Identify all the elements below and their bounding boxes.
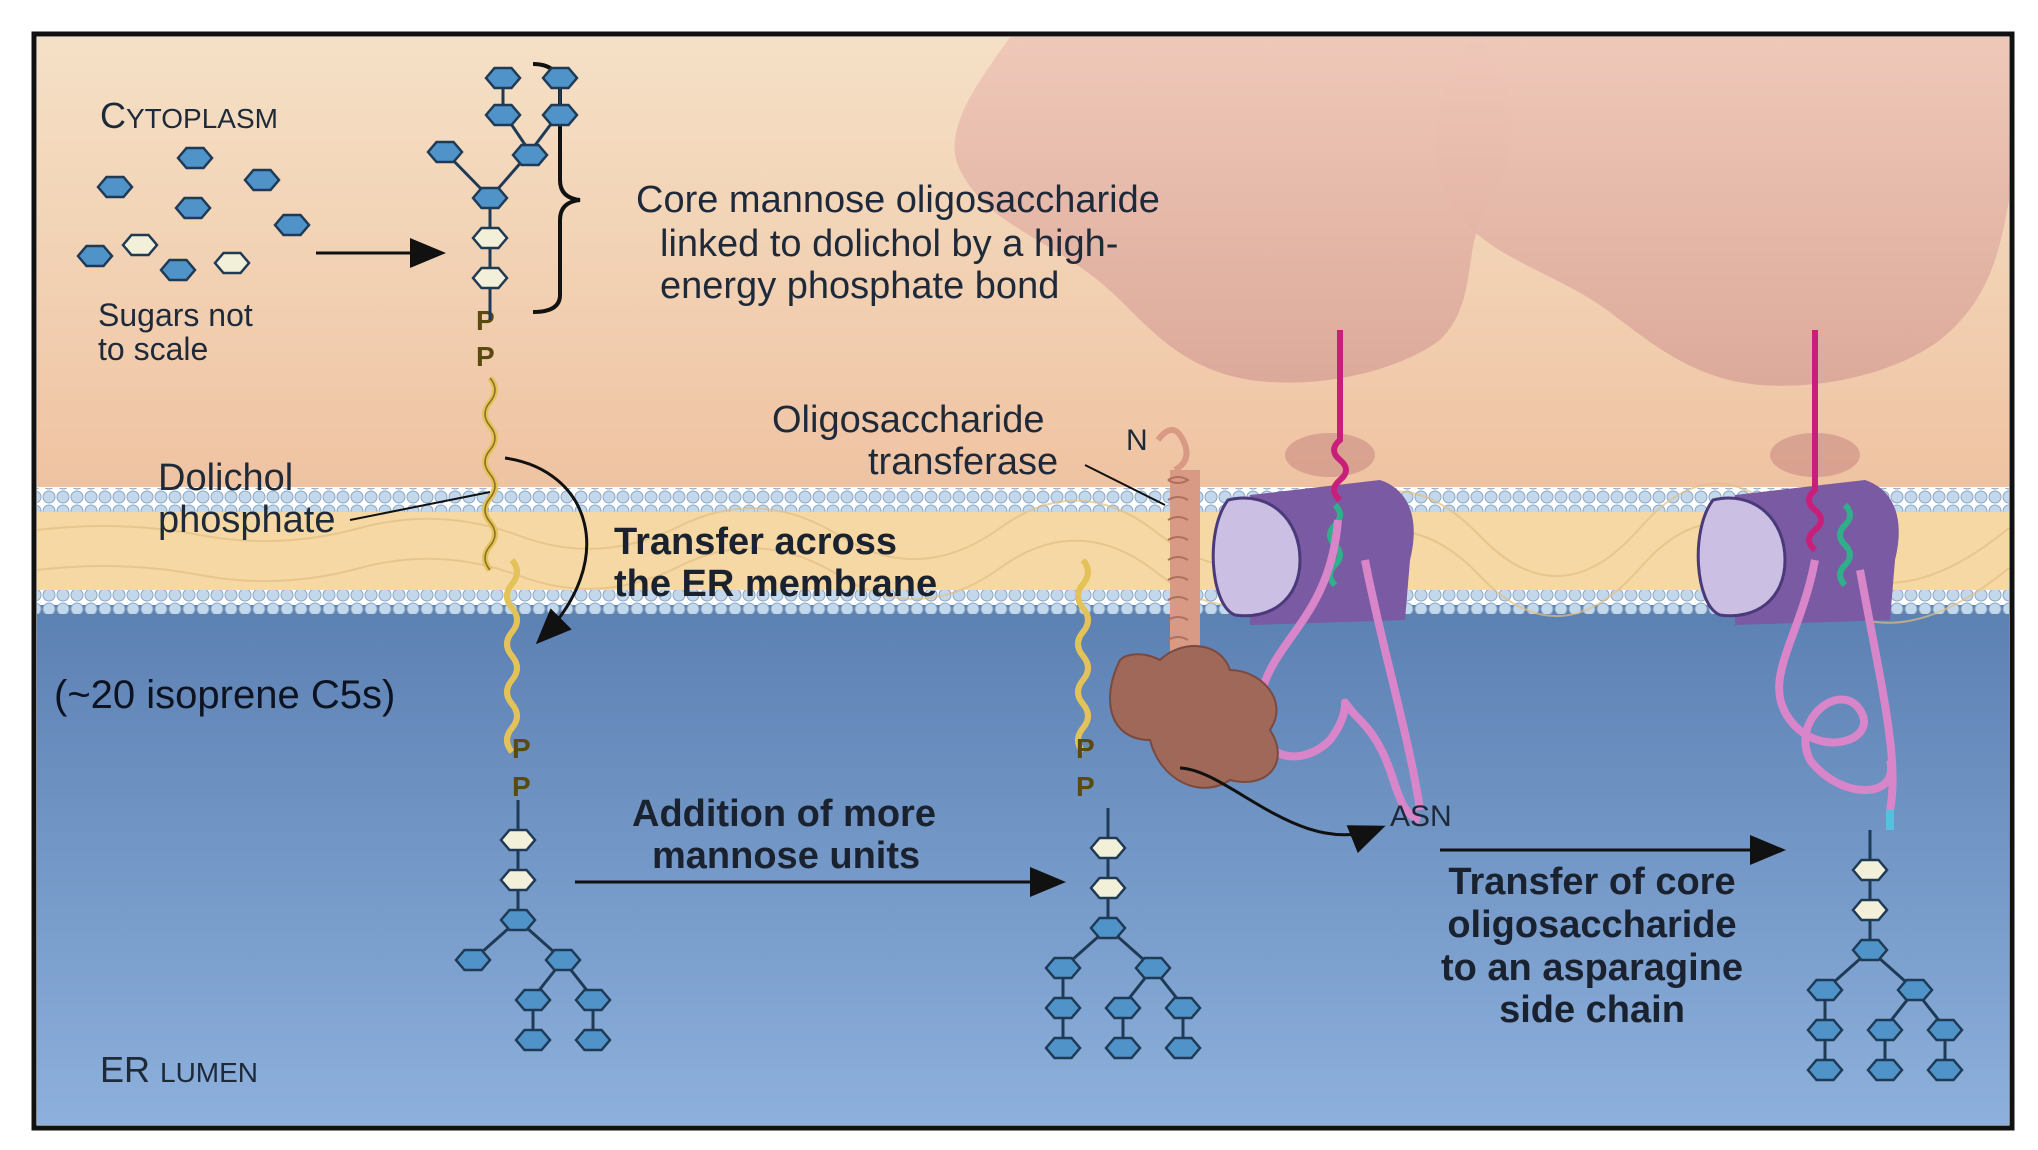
- mannose-sugar: [484, 66, 522, 90]
- core-oligosaccharide-cytoplasmic: [426, 66, 579, 320]
- er-lumen-label: ER LUMEN: [100, 1049, 258, 1090]
- mannose-sugar: [76, 244, 114, 268]
- mannose-sugar: [1896, 978, 1934, 1002]
- free-sugars: [76, 146, 311, 282]
- mannose-sugar: [426, 140, 464, 164]
- core-oligosaccharide-label-line1: Core mannose oligosaccharide: [636, 179, 1160, 221]
- mannose-sugar: [243, 168, 281, 192]
- svg-text:P: P: [512, 733, 531, 764]
- mannose-sugar: [541, 66, 579, 90]
- glcnac-sugar: [121, 233, 159, 257]
- transfer-membrane-label-line1: Transfer across: [614, 521, 897, 563]
- mannose-sugar: [1851, 938, 1889, 962]
- mannose-sugar: [96, 175, 134, 199]
- mannose-sugar: [499, 908, 537, 932]
- mannose-sugar: [1044, 996, 1082, 1020]
- mannose-sugar: [1164, 1036, 1202, 1060]
- addition-label-line1: Addition of more: [632, 793, 936, 835]
- mannose-sugar: [544, 948, 582, 972]
- addition-label-line2: mannose units: [652, 835, 920, 877]
- dolichol-label-line2: phosphate: [158, 499, 336, 541]
- core-oligosaccharide-label-line3: energy phosphate bond: [660, 265, 1059, 307]
- sugars-not-to-scale-line1: Sugars not: [98, 297, 253, 333]
- glcnac-sugar: [213, 251, 251, 275]
- mannose-sugar: [514, 1028, 552, 1052]
- svg-text:P: P: [512, 771, 531, 802]
- oligosaccharide-lumenal-1: [454, 800, 612, 1052]
- svg-text:P: P: [476, 341, 495, 372]
- er-membrane: [36, 482, 2010, 624]
- glcnac-sugar: [499, 868, 537, 892]
- ost-label-line2: transferase: [868, 441, 1058, 483]
- mannose-sugar: [159, 258, 197, 282]
- svg-text:P: P: [476, 305, 495, 336]
- glcnac-sugar: [1851, 898, 1889, 922]
- dolichol-chain-cytoplasmic: [482, 376, 498, 572]
- svg-text:P: P: [1076, 771, 1095, 802]
- mannose-sugar: [574, 1028, 612, 1052]
- mannose-sugar: [541, 103, 579, 127]
- mannose-sugar: [511, 143, 549, 167]
- glcnac-sugar: [471, 266, 509, 290]
- core-oligosaccharide-label-line2: linked to dolichol by a high-: [660, 223, 1118, 265]
- mannose-sugar: [1104, 996, 1142, 1020]
- mannose-sugar: [1806, 1018, 1844, 1042]
- dolichol-chain-lumenal-1: [504, 558, 520, 754]
- glcnac-sugar: [1089, 876, 1127, 900]
- glcnac-sugar: [499, 828, 537, 852]
- oligosaccharide-lumenal-2: [1044, 808, 1202, 1060]
- glcnac-sugar: [471, 226, 509, 250]
- mannose-sugar: [1866, 1018, 1904, 1042]
- svg-text:P: P: [1076, 733, 1095, 764]
- transfer-core-label-line2: oligosaccharide: [1447, 904, 1736, 946]
- glcnac-sugar: [1851, 858, 1889, 882]
- mannose-sugar: [1866, 1058, 1904, 1082]
- oligosaccharide-transferase: [1109, 427, 1279, 789]
- mannose-sugar: [1164, 996, 1202, 1020]
- isoprene-label: (~20 isoprene C5s): [54, 673, 395, 717]
- mannose-sugar: [273, 213, 311, 237]
- mannose-sugar: [1044, 956, 1082, 980]
- translocon-1: [1211, 330, 1424, 824]
- transfer-core-label-line3: to an asparagine: [1441, 947, 1743, 989]
- ribosome-1: [954, 37, 1512, 477]
- mannose-sugar: [176, 146, 214, 170]
- mannose-sugar: [1104, 1036, 1142, 1060]
- mannose-sugar: [514, 988, 552, 1012]
- mannose-sugar: [484, 103, 522, 127]
- mannose-sugar: [454, 948, 492, 972]
- dolichol-chain-lumenal-2: [1075, 558, 1091, 754]
- cytoplasm-label: CYTOPLASM: [100, 95, 278, 136]
- glcnac-sugar: [1089, 836, 1127, 860]
- mannose-sugar: [1134, 956, 1172, 980]
- mannose-sugar: [1089, 916, 1127, 940]
- mannose-sugar: [1044, 1036, 1082, 1060]
- transfer-core-label-line1: Transfer of core: [1448, 861, 1735, 903]
- translocon-2: [1696, 330, 1899, 830]
- sugars-not-to-scale-line2: to scale: [98, 331, 208, 367]
- mannose-sugar: [1926, 1058, 1964, 1082]
- n-terminus-label: N: [1126, 424, 1148, 457]
- transfer-core-label-line4: side chain: [1499, 989, 1685, 1031]
- er-lumen-region: [37, 605, 2009, 1125]
- ost-label-line1: Oligosaccharide: [772, 399, 1044, 441]
- transfer-membrane-label-line2: the ER membrane: [614, 563, 937, 605]
- mannose-sugar: [1926, 1018, 1964, 1042]
- phosphate-group: P P P P P P: [476, 305, 1095, 802]
- mannose-sugar: [1806, 978, 1844, 1002]
- oligosaccharide-attached-to-asn: [1806, 830, 1964, 1082]
- mannose-sugar: [174, 196, 212, 220]
- dolichol-label-line1: Dolichol: [158, 457, 293, 499]
- mannose-sugar: [574, 988, 612, 1012]
- mannose-sugar: [1806, 1058, 1844, 1082]
- asn-label: ASN: [1390, 800, 1452, 833]
- mannose-sugar: [471, 186, 509, 210]
